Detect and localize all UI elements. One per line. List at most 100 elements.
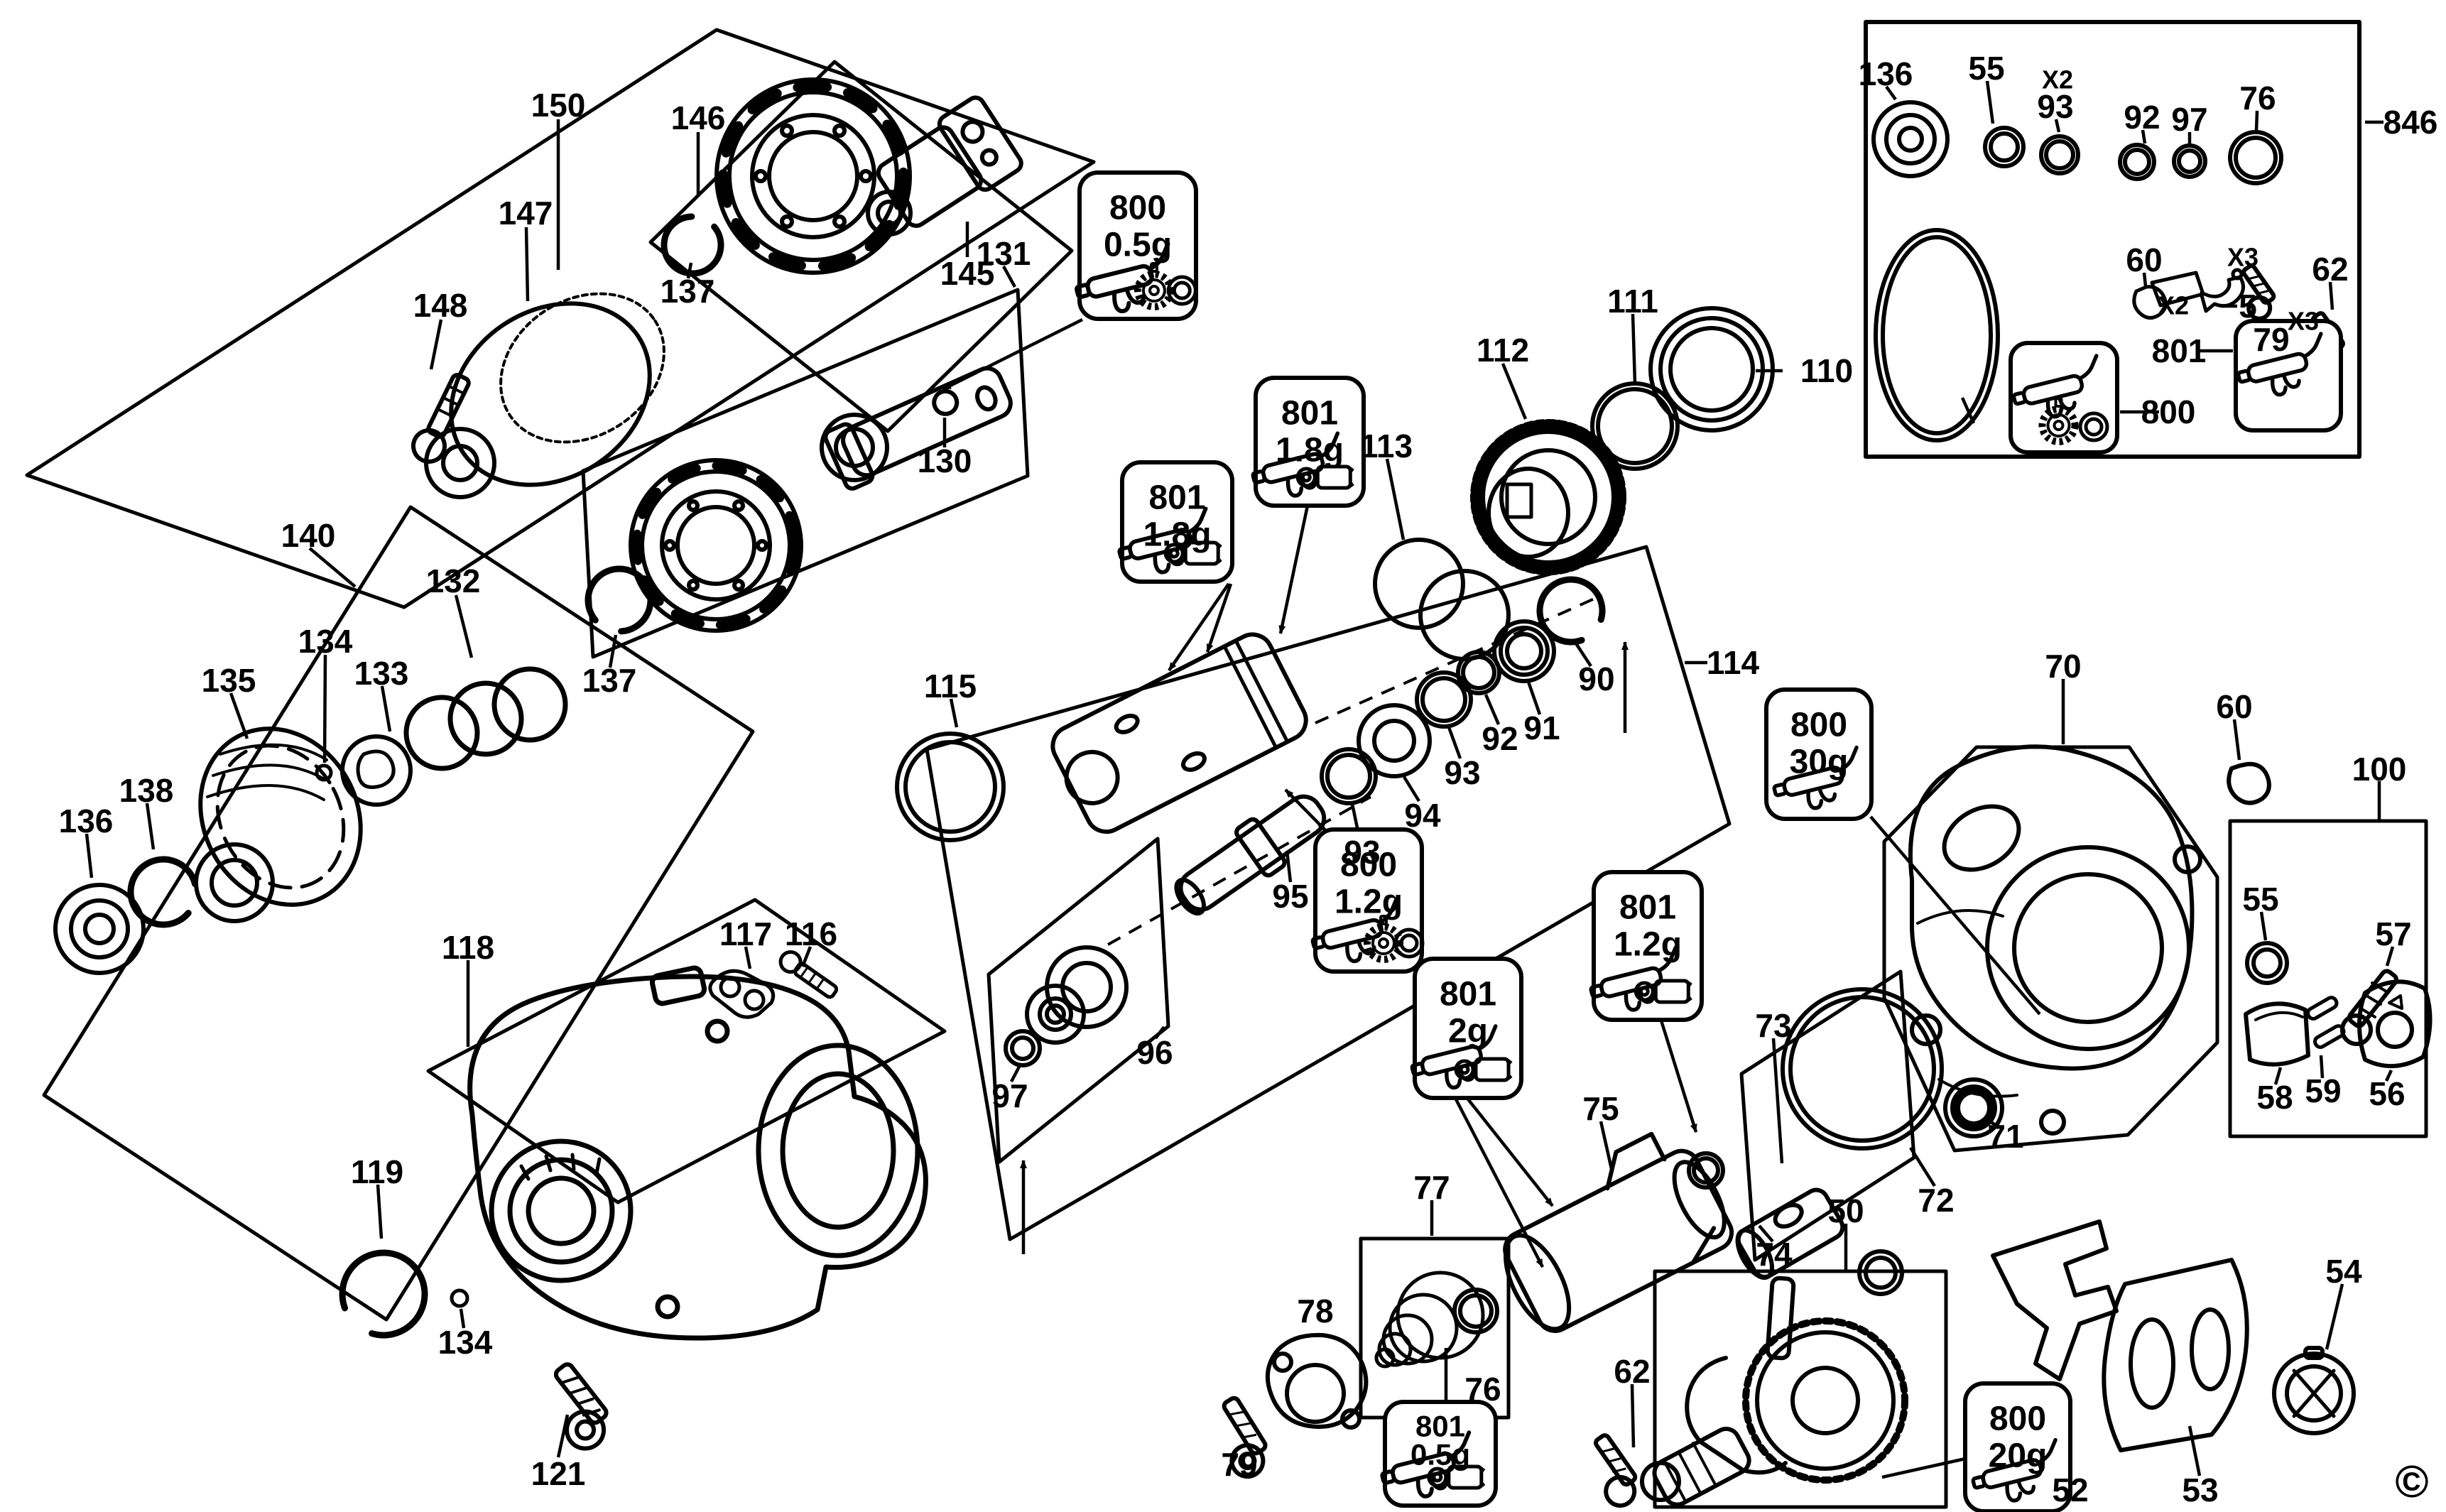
part-number-label: 57 xyxy=(2375,915,2411,952)
part-number-label: 5 xyxy=(2239,288,2257,325)
group-box-150 xyxy=(25,28,1096,609)
leader-line xyxy=(2384,1070,2393,1082)
leader-line xyxy=(1885,85,1897,101)
part-number-label: 140 xyxy=(281,517,336,554)
leader-line xyxy=(1385,458,1406,540)
part-number-label: 52 xyxy=(2052,1472,2088,1508)
part-housing-118 xyxy=(467,965,928,1341)
leader-line xyxy=(1205,583,1233,653)
leader-line xyxy=(1284,788,1330,835)
leader-line xyxy=(2273,1067,2283,1085)
part-chuck-147 xyxy=(424,292,665,499)
part-number-label: 93 xyxy=(1444,754,1480,791)
leader-line xyxy=(2259,911,2268,941)
part-number-label: 54 xyxy=(2325,1253,2362,1290)
part-screw-79b xyxy=(1222,1396,1268,1479)
leader-line xyxy=(1501,363,1528,420)
part-number-label: 137 xyxy=(582,662,637,699)
part-number-label: 74 xyxy=(1756,1236,1793,1273)
leader-line xyxy=(1985,80,1995,124)
part-clamp-78 xyxy=(1265,1332,1369,1430)
leader-line xyxy=(556,1414,570,1458)
part-oring-111 xyxy=(1590,381,1680,471)
leader-line xyxy=(2232,719,2241,761)
kit-part-oring-76 xyxy=(2228,130,2283,185)
leader-line xyxy=(2328,281,2334,310)
leader-line xyxy=(1010,1065,1021,1083)
part-number-label: 92 xyxy=(2124,99,2160,136)
leader-line xyxy=(1631,313,1637,384)
part-number-label: 111 xyxy=(1607,283,1658,320)
part-retaining-ring-119 xyxy=(339,1249,428,1339)
part-number-label: X3 xyxy=(2227,243,2259,272)
leader-line xyxy=(949,698,959,728)
kit-part-oring-92 xyxy=(2118,143,2156,181)
part-retaining-ring-137a xyxy=(661,213,724,277)
leader-line xyxy=(2319,1055,2325,1079)
leader-line xyxy=(1154,1026,1165,1040)
part-number-label: 79 xyxy=(2253,321,2289,358)
leader-line xyxy=(942,317,1084,391)
grease-quantity: 1.8g xyxy=(1276,432,1344,469)
group-box-100 xyxy=(2228,819,2428,1138)
part-oring-97 xyxy=(1004,1029,1042,1067)
part-number-label: 75 xyxy=(1582,1090,1619,1127)
part-number-label: 148 xyxy=(413,287,468,324)
grease-quantity: 1.2g xyxy=(1335,883,1403,921)
leader-line xyxy=(1869,815,2041,1016)
parts-artwork xyxy=(53,77,2433,1508)
part-number-label: 112 xyxy=(1477,332,1529,369)
leader-line xyxy=(1758,1224,1774,1243)
grease-code: 801 xyxy=(1281,395,1338,433)
part-oring-set-113 xyxy=(1373,538,1511,661)
part-washer-133 xyxy=(340,734,413,807)
part-mode-ring-146b xyxy=(629,458,803,633)
grease-code: 801 xyxy=(1148,479,1205,517)
part-number-label: 145 xyxy=(940,255,995,292)
part-number-label: 76 xyxy=(1464,1371,1501,1408)
leader-line xyxy=(429,319,443,370)
part-retaining-ring-90 xyxy=(1536,576,1606,646)
part-bushing-96 xyxy=(1025,945,1129,1045)
service-kit-box-846 xyxy=(1864,20,2361,459)
part-number-label: 115 xyxy=(924,668,977,705)
part-number-label: 76 xyxy=(2239,80,2276,116)
part-spring-assembly-135 xyxy=(194,727,363,923)
part-number-label: 121 xyxy=(531,1455,586,1492)
part-number-label: 97 xyxy=(991,1077,1028,1114)
leader-line xyxy=(1447,727,1462,759)
leader-line xyxy=(308,547,357,588)
grease-code: 800 xyxy=(1790,707,1847,744)
part-striker-95 xyxy=(1174,794,1327,916)
part-number-label: 91 xyxy=(1523,709,1560,746)
part-number-label: 79 xyxy=(1221,1446,1257,1483)
leader-line xyxy=(608,634,618,668)
leader-line xyxy=(1881,1457,1966,1479)
leader-line xyxy=(376,1184,384,1239)
leader-line xyxy=(1285,850,1293,883)
grease-quantity: 2g xyxy=(1448,1013,1488,1050)
part-selector-plate-53 xyxy=(2102,1258,2249,1452)
grease-callout-801-0.5g: 8010.5g xyxy=(1377,1400,1498,1508)
leader-line xyxy=(459,1308,466,1329)
part-gear-assembly-50 xyxy=(1640,1276,1908,1507)
part-number-label: 73 xyxy=(1755,1007,1791,1044)
part-screw-116 xyxy=(778,950,839,999)
leader-line xyxy=(1453,1095,1544,1268)
part-number-label: 135 xyxy=(202,662,256,699)
part-number-label: 70 xyxy=(2045,648,2081,685)
part-number-label: 114 xyxy=(1707,644,1760,681)
leader-line xyxy=(1630,1383,1636,1448)
part-spindle-130 xyxy=(820,366,1013,491)
leader-line xyxy=(1403,776,1420,803)
part-cylinder-73 xyxy=(1735,1187,1845,1280)
part-number-label: 59 xyxy=(2305,1072,2341,1109)
part-adapter-145 xyxy=(866,95,1023,236)
leader-line xyxy=(800,946,812,967)
leader-line xyxy=(2142,272,2148,287)
leader-line xyxy=(2141,129,2147,144)
part-number-label: 134 xyxy=(298,623,353,660)
